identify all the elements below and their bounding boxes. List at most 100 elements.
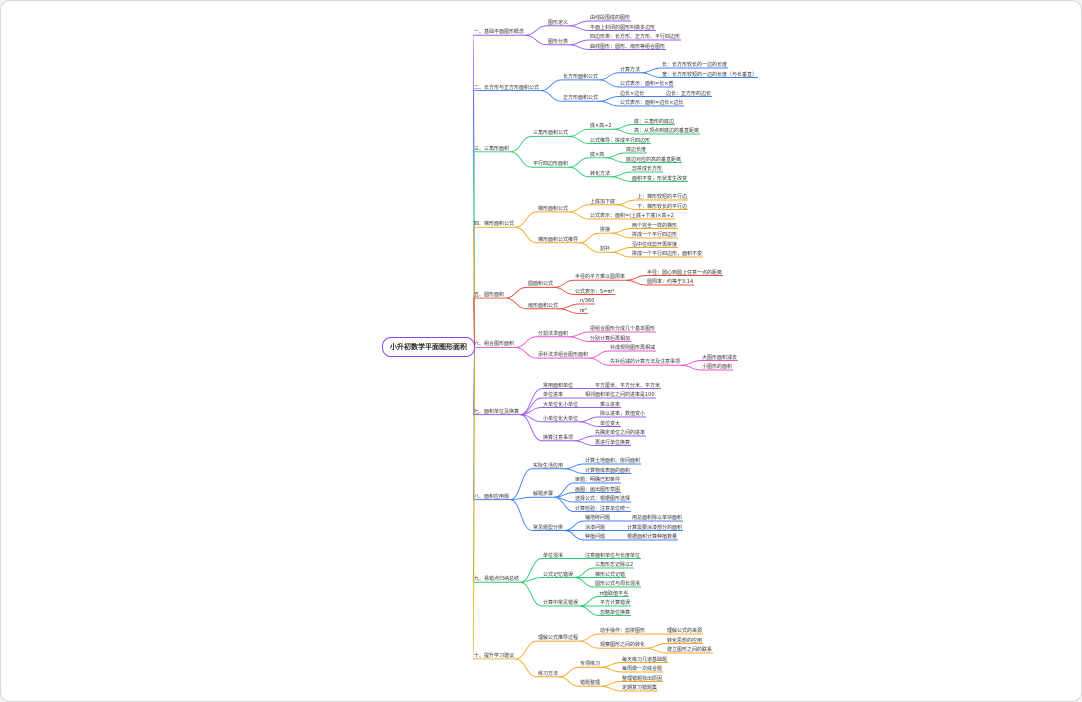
branch-topic[interactable]: 四、梯形面积公式 bbox=[474, 221, 515, 228]
leaf-topic[interactable]: 底边对应的高的垂直距离 bbox=[626, 156, 682, 163]
subtopic[interactable]: 上底加下底 bbox=[590, 198, 616, 205]
leaf-topic[interactable]: 分别计算后再相加 bbox=[590, 335, 631, 342]
branch-topic[interactable]: 九、易错点归纳总结 bbox=[474, 576, 520, 583]
subtopic[interactable]: 梯形面积公式 bbox=[538, 205, 569, 212]
leaf-topic[interactable]: 小图形的面积 bbox=[702, 364, 733, 370]
leaf-topic[interactable]: πr² bbox=[580, 307, 588, 314]
leaf-topic[interactable]: 用总面积除以单块面积 bbox=[632, 515, 683, 521]
subtopic[interactable]: 专项练习 bbox=[580, 661, 601, 668]
leaf-topic[interactable]: 根据面积计算种植数量 bbox=[627, 534, 678, 540]
subtopic[interactable]: 扇形面积公式 bbox=[528, 302, 559, 309]
leaf-topic[interactable]: 剪拼成长方形 bbox=[632, 166, 663, 172]
leaf-topic[interactable]: 定期复习错题集 bbox=[622, 685, 658, 691]
subtopic[interactable]: 长方形面积公式 bbox=[563, 73, 599, 80]
branch-topic[interactable]: 二、长方形与正方形面积公式 bbox=[474, 84, 540, 91]
leaf-topic[interactable]: 拼成一个平行四边形 bbox=[632, 232, 678, 238]
leaf-topic[interactable]: 计算需要涂漆部分的面积 bbox=[627, 524, 683, 531]
leaf-topic[interactable]: 每天练习几道基础题 bbox=[622, 656, 668, 663]
leaf-topic[interactable]: 计算土地面积、房间面积 bbox=[585, 458, 641, 464]
branch-topic[interactable]: 十、提升学习建议 bbox=[474, 652, 515, 659]
subtopic[interactable]: 平行四边形面积 bbox=[533, 161, 569, 168]
subtopic[interactable]: 涂漆问题 bbox=[585, 524, 606, 531]
subtopic[interactable]: 常用面积单位 bbox=[543, 382, 574, 389]
subtopic[interactable]: 半径的平方乘以圆周率 bbox=[575, 274, 626, 281]
branch-topic[interactable]: 五、圆形面积 bbox=[474, 292, 505, 299]
subtopic[interactable]: 换算注意事项 bbox=[543, 434, 574, 441]
leaf-topic[interactable]: 半径：圆心到圆上任意一点的距离 bbox=[647, 269, 723, 276]
leaf-topic[interactable]: 拼成一个平行四边形，面积不变 bbox=[632, 251, 703, 257]
leaf-topic[interactable]: 四边形类：长方形、正方形、平行四边形 bbox=[590, 34, 681, 40]
subtopic[interactable]: 大单位化小单位 bbox=[543, 401, 579, 408]
branch-topic[interactable]: 六、组合图形面积 bbox=[474, 341, 515, 348]
leaf-topic[interactable]: 相邻面积单位之间的进率是100 bbox=[585, 392, 655, 398]
subtopic[interactable]: 边长×边长 bbox=[620, 90, 645, 97]
leaf-topic[interactable]: 选择公式：根据图形选择 bbox=[575, 496, 631, 502]
leaf-topic[interactable]: n/360 bbox=[580, 298, 595, 304]
leaf-topic[interactable]: 平方厘米、平方分米、平方米 bbox=[595, 382, 661, 389]
leaf-topic[interactable]: 审题：明确已知条件 bbox=[575, 477, 621, 483]
subtopic[interactable]: 底×高÷2 bbox=[590, 123, 612, 130]
subtopic[interactable]: 计算方法 bbox=[620, 66, 641, 73]
subtopic[interactable]: 添补法求组合图形面积 bbox=[538, 352, 589, 359]
subtopic[interactable]: 动手操作：剪拼图形 bbox=[600, 628, 646, 634]
leaf-topic[interactable]: 再进行单位换算 bbox=[595, 439, 631, 446]
branch-topic[interactable]: 七、面积单位及换算 bbox=[474, 408, 520, 415]
leaf-topic[interactable]: 两个完全一样的梯形 bbox=[632, 222, 678, 229]
subtopic[interactable]: 解题步骤 bbox=[533, 491, 554, 498]
subtopic[interactable]: 实际生活应用 bbox=[533, 462, 564, 469]
subtopic[interactable]: 转化方法 bbox=[590, 170, 611, 177]
subtopic[interactable]: 公式记忆错误 bbox=[543, 571, 574, 578]
leaf-topic[interactable]: 整理错题找出原因 bbox=[622, 675, 663, 682]
leaf-topic[interactable]: 公式推导：拼成平行四边形 bbox=[590, 137, 651, 144]
leaf-topic[interactable]: 底：三角形的底边 bbox=[634, 118, 675, 125]
subtopic[interactable]: 小单位化大单位 bbox=[543, 415, 579, 422]
subtopic[interactable]: 常见题型分类 bbox=[533, 524, 564, 531]
leaf-topic[interactable]: 注意面积单位与长度单位 bbox=[585, 552, 641, 559]
branch-topic[interactable]: 三、三角形面积 bbox=[474, 145, 510, 152]
leaf-topic[interactable]: 建立图形之间的联系 bbox=[667, 647, 713, 653]
leaf-topic[interactable]: 上：梯形较短的平行边 bbox=[637, 194, 688, 200]
leaf-topic[interactable]: 先确定单位之间的进率 bbox=[595, 430, 646, 436]
leaf-topic[interactable]: 公式表示：面积=(上底+下底)×高÷2 bbox=[590, 213, 674, 219]
root-topic[interactable]: 小升初数学平面图形面积 bbox=[382, 337, 475, 358]
subtopic[interactable]: 图形定义 bbox=[548, 19, 569, 26]
subtopic[interactable]: 拼接 bbox=[600, 227, 611, 234]
leaf-topic[interactable]: 公式表示：面积=边长×边长 bbox=[620, 100, 684, 106]
subtopic[interactable]: 分割法求面积 bbox=[538, 330, 569, 337]
leaf-topic[interactable]: 计算检验：注意单位统一 bbox=[575, 505, 631, 512]
subtopic[interactable]: 圆面积公式 bbox=[528, 281, 554, 288]
leaf-topic[interactable]: 乘以进率 bbox=[600, 401, 621, 408]
leaf-topic[interactable]: 三角形忘记除以2 bbox=[595, 562, 634, 568]
leaf-topic[interactable]: 除以进率，数值变小 bbox=[600, 411, 646, 417]
subtopic[interactable]: 梯形面积公式推导 bbox=[538, 236, 579, 243]
leaf-topic[interactable]: 公式表示：S=πr² bbox=[575, 288, 615, 295]
subtopic[interactable]: 错题整理 bbox=[580, 680, 601, 687]
branch-topic[interactable]: 八、面积应用题 bbox=[474, 493, 510, 500]
leaf-topic[interactable]: 圆形公式与周长混淆 bbox=[595, 581, 641, 587]
leaf-topic[interactable]: 转化思想的应用 bbox=[667, 637, 703, 644]
subtopic[interactable]: 正方形面积公式 bbox=[563, 95, 599, 102]
leaf-topic[interactable]: 由线段围成的图形 bbox=[590, 15, 631, 21]
branch-topic[interactable]: 一、基础平面图形概念 bbox=[474, 29, 525, 36]
leaf-topic[interactable]: 理解公式的来源 bbox=[667, 628, 703, 634]
leaf-topic[interactable]: 圆周率：约等于3.14 bbox=[647, 279, 694, 285]
subtopic[interactable]: 三角形面积公式 bbox=[533, 130, 569, 137]
leaf-topic[interactable]: 底边长度 bbox=[626, 147, 647, 153]
leaf-topic[interactable]: 补成规则图形再相减 bbox=[610, 345, 656, 351]
leaf-topic[interactable]: 每周做一次综合题 bbox=[622, 666, 663, 672]
leaf-topic[interactable]: 宽：长方形较短的一边的长度（与长垂直） bbox=[662, 71, 758, 78]
leaf-topic[interactable]: 平面上封闭的图形叫做多边形 bbox=[590, 24, 656, 31]
subtopic[interactable]: 铺地砖问题 bbox=[585, 515, 611, 521]
subtopic[interactable]: 计算中常见错误 bbox=[543, 600, 579, 606]
leaf-topic[interactable]: 梯形公式记错 bbox=[595, 571, 626, 578]
leaf-topic[interactable]: 曲线图形：圆形、扇形等组合图形 bbox=[590, 43, 666, 50]
subtopic[interactable]: 单位混淆 bbox=[543, 552, 564, 559]
leaf-topic[interactable]: 画图：画出图形草图 bbox=[575, 486, 621, 493]
subtopic[interactable]: 割补 bbox=[600, 246, 611, 253]
leaf-topic[interactable]: 边长：正方形的边长 bbox=[666, 90, 712, 97]
subtopic[interactable]: 观察图形之间的转化 bbox=[600, 642, 646, 649]
leaf-topic[interactable]: 平方计算错误 bbox=[600, 600, 631, 606]
leaf-topic[interactable]: 大图形面积减去 bbox=[702, 354, 738, 361]
leaf-topic[interactable]: 公式表示：面积=长×宽 bbox=[620, 81, 674, 87]
subtopic[interactable]: 种植问题 bbox=[585, 534, 606, 540]
